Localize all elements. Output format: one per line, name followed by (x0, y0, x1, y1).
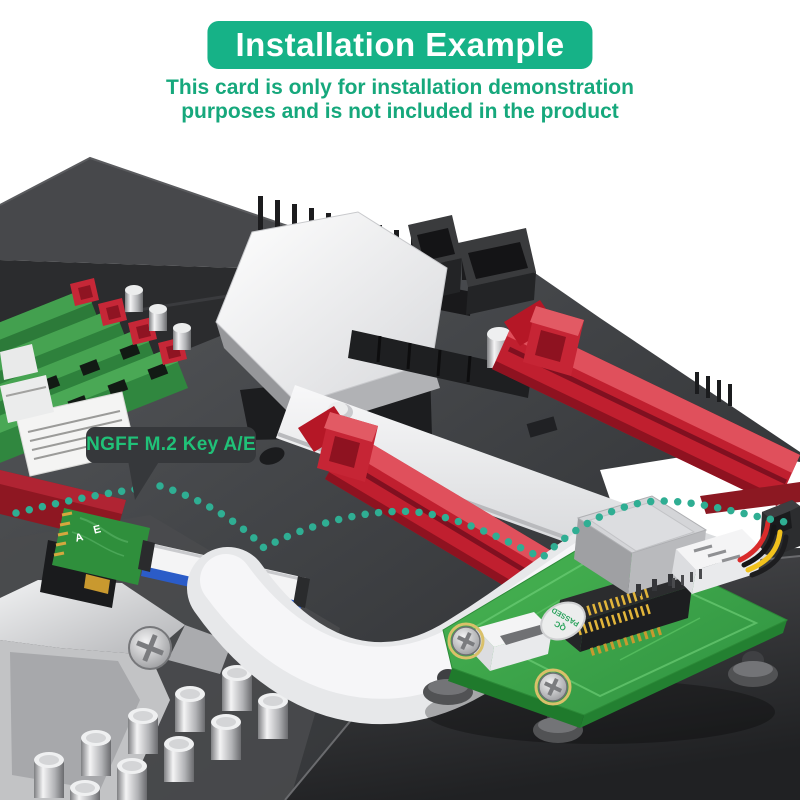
slot-front (580, 586, 692, 652)
wire-red (737, 519, 771, 563)
header-pin (292, 204, 297, 238)
board-hole (259, 447, 285, 465)
adapter-screw (447, 622, 485, 660)
connector-front (672, 549, 696, 594)
wire-black (741, 524, 777, 568)
adapter-edge (448, 668, 584, 728)
pcie-slot-highlight (344, 432, 600, 597)
ram-modules (0, 278, 188, 542)
molex-plug-top (762, 500, 800, 520)
callout-ngff-label: NGFF M.2 Key A/E (86, 427, 256, 463)
capacitor-top (149, 304, 167, 314)
red-pcb-sliver-top (0, 470, 126, 514)
fin (376, 335, 382, 363)
wire-yellow (745, 529, 783, 573)
pcie-slot-shadow (492, 361, 781, 506)
pcie-latch-top (530, 306, 584, 336)
screw-cross (136, 634, 164, 662)
capacitor-top (125, 285, 143, 295)
fin (406, 342, 412, 370)
title-banner: Installation Example (207, 21, 593, 69)
usb-connector-front (466, 272, 536, 315)
connector-pins (672, 569, 702, 588)
ram-label (0, 344, 38, 380)
m2-trace (71, 531, 125, 557)
dotted-paths (12, 482, 800, 563)
heatsink-side-left (216, 322, 306, 430)
connector-top (476, 612, 552, 647)
ram-stick-edge (0, 288, 92, 340)
m2-socket-contacts (84, 574, 110, 594)
dotted-path-left (12, 484, 148, 517)
connector-slots (693, 544, 741, 563)
adapter-screw (534, 668, 572, 706)
m2-key-a-label: A (74, 531, 85, 545)
adapter-edge (580, 620, 787, 728)
power-wires (737, 519, 789, 578)
ram-label (0, 375, 54, 423)
page-title: Installation Example (235, 26, 565, 63)
disclaimer-line-2: purposes and is not included in the prod… (181, 100, 619, 123)
capacitor-top (173, 323, 191, 333)
connector-top (676, 529, 762, 570)
usb-connector-hollow (468, 242, 528, 279)
shield-ridge (588, 502, 696, 552)
gold-pads-row (589, 626, 662, 656)
fan-connector-hollow (417, 228, 455, 261)
ffc-clip (138, 540, 155, 572)
dimm-latch-notch (78, 285, 93, 300)
adapter-board: QC PASSED (423, 495, 789, 744)
capacitor-row (70, 693, 288, 800)
capacitor (149, 309, 167, 331)
disclaimer-text: This card is only for installation demon… (0, 76, 800, 124)
connector-side (490, 630, 552, 671)
pcie-slot-highlight (507, 318, 800, 473)
pcie-latch-notch (535, 330, 566, 362)
qc-sticker: QC PASSED (540, 601, 586, 641)
capacitors-bottom (34, 665, 288, 800)
header-pin (275, 200, 280, 234)
header-pin (258, 196, 263, 230)
m2-trace (79, 517, 129, 543)
io-shroud-top (0, 158, 305, 268)
pcie-slot-upper (492, 300, 800, 506)
m2-gold-fingers (53, 511, 73, 557)
pcie-latch-top (324, 412, 378, 442)
dotted-path-right (156, 482, 800, 563)
ffc-clip (293, 576, 310, 608)
chip (526, 416, 558, 438)
dimm-latch-notch (106, 305, 121, 320)
red-port-strip (700, 482, 800, 514)
fin (466, 355, 472, 383)
dimm-latch-notch (136, 324, 151, 339)
disclaimer-line-1: This card is only for installation demon… (166, 76, 634, 99)
capacitor (173, 328, 191, 350)
fin (436, 349, 442, 377)
ram-label-textline (5, 386, 47, 397)
callout-tail (128, 460, 160, 500)
capacitor (125, 290, 143, 312)
wire-black (749, 534, 789, 578)
shield-front (574, 518, 632, 594)
connector-opening (500, 625, 546, 645)
capacitors-upper (125, 285, 191, 350)
capacitor-row (34, 665, 252, 798)
capacitor-top (487, 327, 511, 341)
jumper-pins (695, 372, 732, 406)
callout-label-text: NGFF M.2 Key A/E (86, 434, 256, 455)
pcie-latch-notch (329, 436, 360, 468)
m2-key-e-label: E (92, 523, 102, 536)
io-shroud-edge (0, 156, 306, 233)
